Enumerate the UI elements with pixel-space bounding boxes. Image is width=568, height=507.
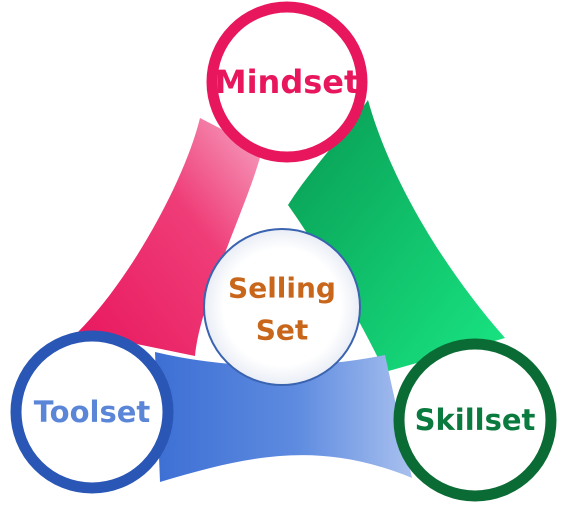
pink-band-toolset-mindset	[78, 118, 262, 356]
selling-set-label-line2: Set	[256, 314, 309, 347]
mindset-label: Mindset	[215, 63, 360, 101]
skillset-node: Skillset	[393, 338, 557, 502]
selling-set-ring	[203, 228, 361, 386]
toolset-node: Toolset	[10, 330, 174, 494]
blue-band-toolset-skillset	[155, 352, 412, 482]
selling-set-node: Selling Set	[203, 228, 361, 386]
toolset-ring	[10, 330, 174, 494]
skillset-label: Skillset	[415, 403, 536, 437]
skillset-ring	[393, 338, 557, 502]
toolset-label: Toolset	[34, 395, 151, 429]
green-band-mindset-skillset	[288, 100, 505, 372]
mindset-node: Mindset	[206, 1, 368, 163]
selling-set-label-line1: Selling	[228, 272, 336, 305]
mindset-ring	[206, 1, 368, 163]
